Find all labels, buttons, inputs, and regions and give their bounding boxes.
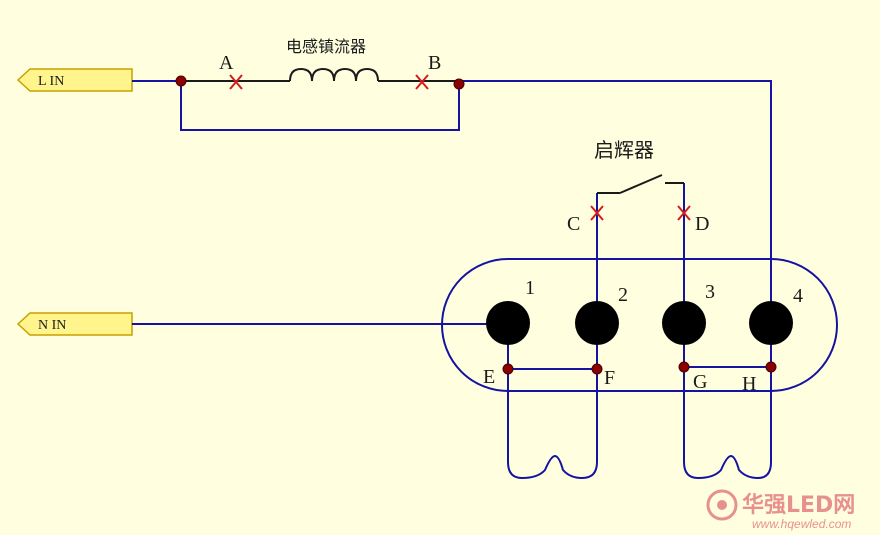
label-e: E <box>483 366 495 388</box>
break-mark-a <box>229 74 243 90</box>
node-right-junction <box>453 78 465 90</box>
wire-ballast-bypass <box>180 81 460 131</box>
label-b: B <box>428 52 441 74</box>
break-mark-c <box>590 205 604 221</box>
label-d: D <box>695 213 709 235</box>
pin-4 <box>749 301 793 345</box>
node-f <box>591 363 603 375</box>
junction-nodes <box>175 75 777 375</box>
neutral-in-tag: N IN <box>16 312 133 336</box>
wires <box>132 80 772 480</box>
line-in-label: L IN <box>38 74 64 89</box>
label-g: G <box>693 371 707 393</box>
wire-neutral-in <box>132 323 509 369</box>
lamp-holder <box>441 258 838 392</box>
watermark-brand: 华强LED网 <box>742 492 855 518</box>
pin-1-label: 1 <box>525 277 535 299</box>
line-in-tag: L IN <box>16 68 133 92</box>
ballast-coil <box>289 67 379 82</box>
pin-2 <box>575 301 619 345</box>
wire-b-to-pin4 <box>459 80 772 369</box>
starter-title: 启辉器 <box>594 138 654 162</box>
break-mark-d <box>677 205 691 221</box>
pin-2-label: 2 <box>618 284 628 306</box>
node-left-junction <box>175 75 187 87</box>
label-f: F <box>604 367 615 389</box>
watermark-url: www.hqewled.com <box>752 517 851 531</box>
node-h <box>765 361 777 373</box>
label-a: A <box>219 52 234 74</box>
break-mark-b <box>415 74 429 90</box>
pin-3 <box>662 301 706 345</box>
node-g <box>678 361 690 373</box>
node-e <box>502 363 514 375</box>
watermark: 华强LED网 www.hqewled.com <box>706 489 855 531</box>
ballast-title: 电感镇流器 <box>286 37 366 56</box>
label-c: C <box>567 213 580 235</box>
watermark-logo-icon <box>706 489 738 521</box>
pin-1 <box>486 301 530 345</box>
pin-3-label: 3 <box>705 281 715 303</box>
pin-4-label: 4 <box>793 285 803 307</box>
starter-blade <box>619 174 663 194</box>
lamp-holder-outline <box>441 258 838 392</box>
break-marks <box>229 74 691 221</box>
starter-switch <box>597 174 684 194</box>
filament-right <box>683 367 772 480</box>
filament-left <box>507 369 598 480</box>
neutral-in-label: N IN <box>38 318 66 333</box>
label-h: H <box>742 373 756 395</box>
